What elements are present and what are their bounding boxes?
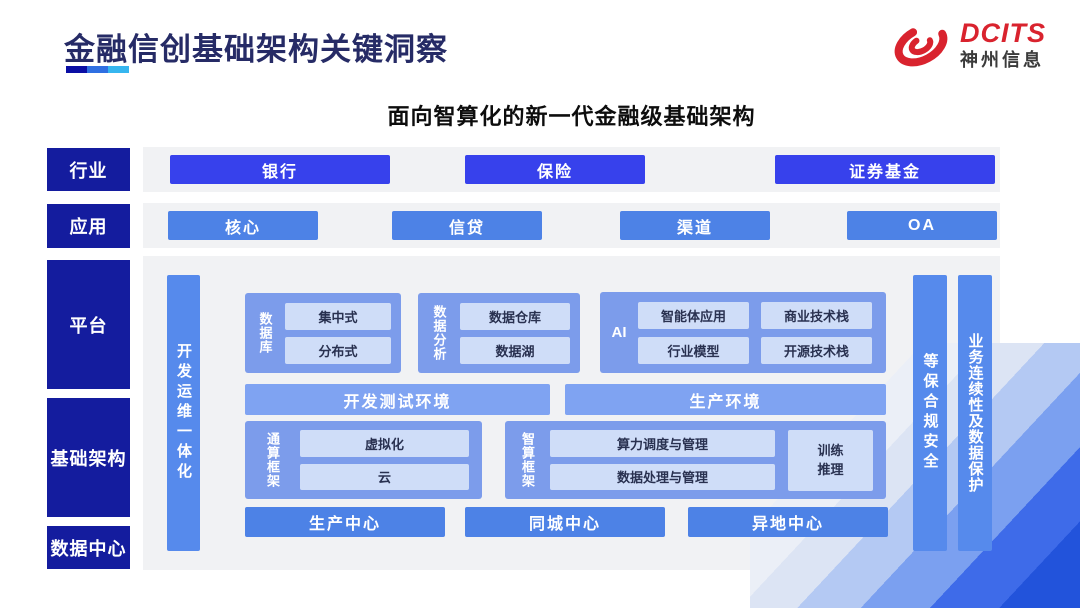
database-section-label: 数据库: [257, 312, 273, 354]
logo-company-text: 神州信息: [960, 49, 1044, 70]
general-compute-label-wrap: 通算框架: [245, 421, 300, 499]
analytics-item-lake: 数据湖: [460, 336, 570, 364]
title-underline: [66, 66, 129, 73]
ai-section-label: AI: [611, 324, 627, 341]
database-section-label-wrap: 数据库: [245, 293, 285, 373]
center-production: 生产中心: [245, 507, 445, 537]
analytics-section-label-wrap: 数据分析: [418, 293, 460, 373]
ai-compute-item-data-processing: 数据处理与管理: [550, 463, 775, 490]
analytics-item-warehouse: 数据仓库: [460, 302, 570, 330]
layer-label-infrastructure: 基础架构: [47, 398, 130, 517]
production-environment: 生产环境: [565, 384, 886, 415]
layer-label-datacenter: 数据中心: [47, 526, 130, 569]
center-same-city: 同城中心: [465, 507, 665, 537]
ai-compute-label: 智算框架: [520, 432, 535, 488]
industry-item-insurance: 保险: [465, 155, 645, 184]
continuity-vertical-bar: 业务连续性及数据保护: [958, 275, 992, 551]
security-bar-label: 等保合规安全: [921, 353, 939, 473]
continuity-bar-label: 业务连续性及数据保护: [966, 333, 984, 493]
page-title: 金融信创基础架构关键洞察: [64, 32, 448, 67]
ai-compute-item-training-inference: 训练 推理: [788, 429, 873, 491]
application-item-credit: 信贷: [392, 211, 542, 240]
application-item-channel: 渠道: [620, 211, 770, 240]
security-vertical-bar: 等保合规安全: [913, 275, 947, 551]
general-compute-item-virtualization: 虚拟化: [300, 430, 469, 457]
ai-section: AI 智能体应用 商业技术栈 行业模型 开源技术栈: [600, 292, 886, 373]
diagram-subtitle: 面向智算化的新一代金融级基础架构: [387, 104, 756, 129]
database-item-centralized: 集中式: [285, 302, 391, 330]
underline-segment-light: [108, 66, 129, 73]
general-compute-item-cloud: 云: [300, 463, 469, 490]
dcits-swirl-icon: [894, 23, 948, 67]
database-section: 数据库 集中式 分布式: [245, 293, 401, 373]
application-item-oa: OA: [847, 211, 997, 240]
layer-label-industry: 行业: [47, 148, 130, 191]
general-compute-label: 通算框架: [265, 432, 280, 488]
dev-test-environment: 开发测试环境: [245, 384, 550, 415]
database-item-distributed: 分布式: [285, 336, 391, 364]
layer-label-platform: 平台: [47, 260, 130, 389]
underline-segment-mid: [87, 66, 108, 73]
layer-label-application: 应用: [47, 204, 130, 248]
ai-item-industry-models: 行业模型: [638, 336, 749, 364]
underline-segment-dark: [66, 66, 87, 73]
devops-bar-label: 开发运维一体化: [175, 343, 192, 483]
ai-section-label-wrap: AI: [600, 292, 638, 373]
ai-compute-item-scheduling: 算力调度与管理: [550, 430, 775, 457]
dcits-logo: DCITS 神州信息: [890, 18, 1046, 72]
ai-item-commercial-stack: 商业技术栈: [761, 301, 872, 329]
ai-compute-label-wrap: 智算框架: [505, 421, 550, 499]
general-compute-section: 通算框架 虚拟化 云: [245, 421, 482, 499]
logo-brand-text: DCITS: [960, 18, 1046, 49]
industry-item-bank: 银行: [170, 155, 390, 184]
ai-compute-section: 智算框架 算力调度与管理 数据处理与管理 训练 推理: [505, 421, 886, 499]
center-remote: 异地中心: [688, 507, 888, 537]
industry-item-securities: 证券基金: [775, 155, 995, 184]
application-item-core: 核心: [168, 211, 318, 240]
ai-item-opensource-stack: 开源技术栈: [761, 336, 872, 364]
analytics-section-label: 数据分析: [431, 305, 447, 361]
analytics-section: 数据分析 数据仓库 数据湖: [418, 293, 580, 373]
devops-vertical-bar: 开发运维一体化: [167, 275, 200, 551]
ai-item-agent-apps: 智能体应用: [638, 301, 749, 329]
